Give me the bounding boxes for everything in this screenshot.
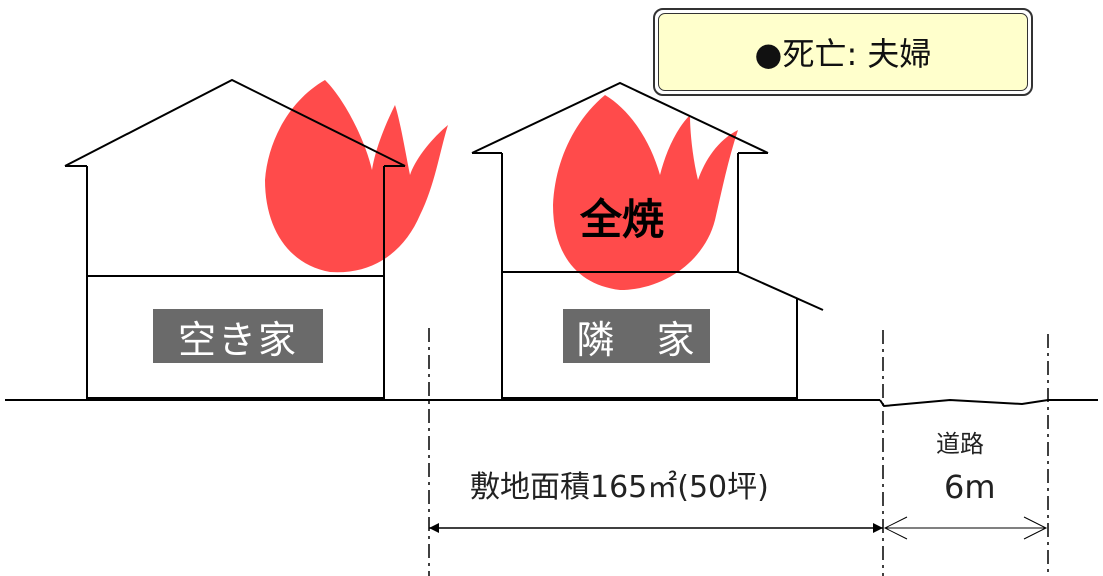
site-area-label: 敷地面積165㎡(50坪) bbox=[470, 470, 769, 505]
house-outlines bbox=[64, 78, 824, 399]
vacant-house-walls bbox=[86, 166, 385, 399]
road-dimension-line bbox=[883, 516, 1048, 540]
neighbor-house-walls bbox=[501, 153, 798, 399]
road-surface bbox=[879, 398, 1098, 408]
neighbor-house-eave bbox=[737, 271, 824, 311]
vacant-house-roof bbox=[64, 78, 406, 167]
ground bbox=[5, 398, 1098, 408]
fully-burned-label: 全焼 bbox=[580, 195, 665, 244]
boundary-lines bbox=[428, 328, 1049, 576]
neighbor-house-label: 隣 家 bbox=[563, 309, 710, 363]
flame-vacant-house bbox=[265, 80, 448, 273]
casualty-label: ●死亡: 夫婦 bbox=[658, 13, 1028, 91]
vacant-house-label: 空き家 bbox=[153, 309, 323, 363]
road-label: 道路 bbox=[936, 430, 984, 458]
flame-neighbor-house bbox=[553, 95, 738, 290]
road-width-label: 6m bbox=[944, 468, 996, 506]
neighbor-house-roof bbox=[471, 81, 769, 154]
casualty-box: ●死亡: 夫婦 bbox=[653, 8, 1033, 96]
